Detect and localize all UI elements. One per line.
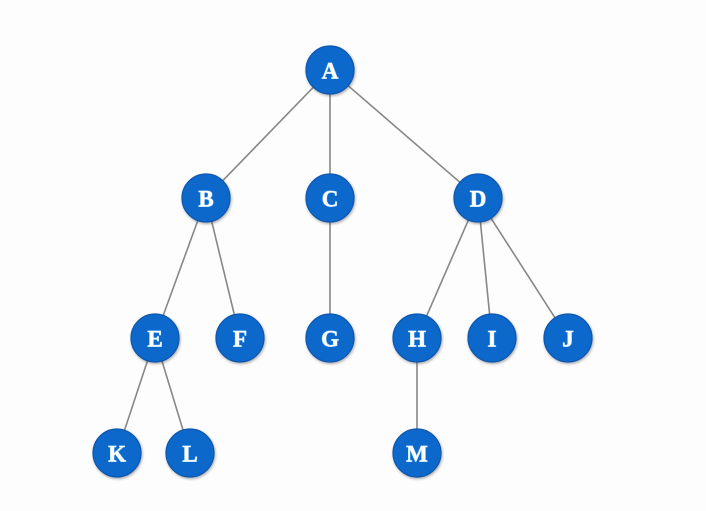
node-circle[interactable] <box>215 313 265 363</box>
tree-node-c[interactable]: C <box>305 173 355 223</box>
tree-node-m[interactable]: M <box>392 428 442 478</box>
tree-node-l[interactable]: L <box>165 428 215 478</box>
node-label: I <box>488 327 497 352</box>
edge-layer <box>123 84 557 432</box>
tree-node-f[interactable]: F <box>215 313 265 363</box>
tree-node-i[interactable]: I <box>467 313 517 363</box>
node-label: L <box>182 442 197 467</box>
tree-node-d[interactable]: D <box>453 173 503 223</box>
tree-edge <box>489 216 557 320</box>
tree-edge <box>479 220 491 316</box>
tree-edge <box>162 218 199 318</box>
node-label: E <box>147 327 162 352</box>
tree-edge <box>123 359 149 432</box>
node-circle[interactable] <box>543 313 593 363</box>
node-label: D <box>470 187 487 212</box>
node-circle[interactable] <box>467 313 517 363</box>
node-circle[interactable] <box>92 428 142 478</box>
node-circle[interactable] <box>392 313 442 363</box>
tree-node-a[interactable]: A <box>305 45 355 95</box>
tree-node-h[interactable]: H <box>392 313 442 363</box>
node-label: M <box>406 442 428 467</box>
tree-node-j[interactable]: J <box>543 313 593 363</box>
tree-node-g[interactable]: G <box>305 313 355 363</box>
node-circle[interactable] <box>130 313 180 363</box>
tree-edge <box>346 84 462 184</box>
node-label: K <box>108 442 126 467</box>
node-label: F <box>233 327 247 352</box>
tree-node-b[interactable]: B <box>181 173 231 223</box>
node-circle[interactable] <box>165 428 215 478</box>
tree-node-k[interactable]: K <box>92 428 142 478</box>
tree-edge <box>221 85 315 183</box>
node-label: C <box>322 187 339 212</box>
node-label: H <box>408 327 426 352</box>
node-layer: A B C D E F G H I J K L M <box>92 45 593 478</box>
node-label: G <box>321 327 339 352</box>
node-label: A <box>322 59 339 84</box>
node-label: J <box>562 327 574 352</box>
node-circle[interactable] <box>453 173 503 223</box>
node-circle[interactable] <box>305 45 355 95</box>
tree-edge <box>160 359 185 432</box>
tree-edge <box>210 219 236 317</box>
node-label: B <box>198 187 213 212</box>
node-circle[interactable] <box>305 173 355 223</box>
node-circle[interactable] <box>392 428 442 478</box>
node-circle[interactable] <box>305 313 355 363</box>
node-circle[interactable] <box>181 173 231 223</box>
tree-node-e[interactable]: E <box>130 313 180 363</box>
tree-edge <box>425 218 470 318</box>
